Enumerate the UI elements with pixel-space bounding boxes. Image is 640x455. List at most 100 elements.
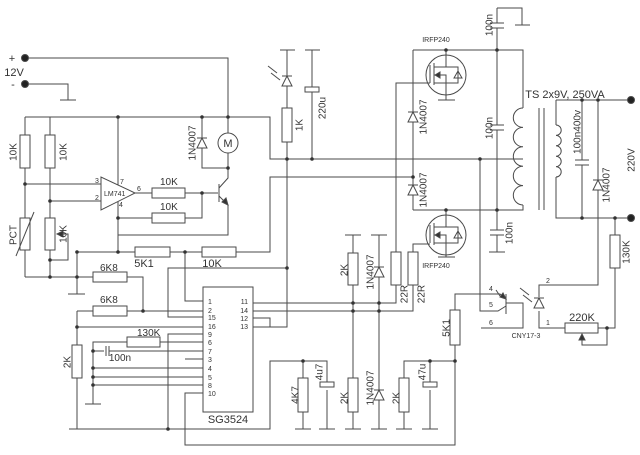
label-c-4u7: 4u7 bbox=[315, 363, 326, 380]
diode-icon bbox=[407, 110, 419, 123]
label-motor: M bbox=[223, 138, 232, 150]
junction-dot bbox=[183, 250, 187, 254]
wire bbox=[167, 333, 203, 429]
wire bbox=[479, 159, 507, 312]
label-r-5k1-b: 5K1 bbox=[442, 319, 453, 337]
mosfet-arrow-icon bbox=[434, 71, 441, 79]
label-r-2k-a: 2K bbox=[340, 264, 351, 277]
label-c-bot: 100n bbox=[505, 222, 516, 244]
ic-pin-label: 5 bbox=[208, 375, 212, 382]
label-p3: 3 bbox=[95, 178, 99, 185]
wire bbox=[167, 267, 287, 318]
resistor bbox=[281, 107, 293, 143]
wire bbox=[201, 117, 228, 169]
wire bbox=[253, 285, 414, 312]
junction-dot bbox=[605, 326, 609, 330]
junction-dot bbox=[226, 166, 230, 170]
terminal-220v-top bbox=[627, 96, 635, 104]
ic-pin-label: 7 bbox=[208, 349, 212, 356]
resistor bbox=[92, 271, 128, 283]
wire bbox=[77, 176, 413, 253]
electrolytic-capacitor-body bbox=[422, 381, 438, 388]
mosfet-bottom bbox=[425, 214, 467, 256]
transformer-secondary-coil bbox=[555, 124, 562, 178]
junction-dot bbox=[285, 266, 289, 270]
wire bbox=[25, 57, 229, 133]
junction-dot bbox=[428, 359, 432, 363]
resistor bbox=[19, 134, 31, 169]
label-d-sec: 1N4007 bbox=[602, 167, 613, 202]
mosfet-drain bbox=[434, 62, 447, 68]
resistor bbox=[201, 246, 237, 258]
label-led-res: 1K bbox=[295, 119, 306, 132]
led-icon bbox=[281, 74, 293, 87]
label-r-fb: 10K bbox=[160, 202, 178, 213]
junction-dot bbox=[116, 115, 120, 119]
wire bbox=[413, 49, 524, 108]
ic-pin-label: 6 bbox=[208, 340, 212, 347]
label-r-130k: 130K bbox=[137, 328, 161, 339]
ic-pin-label: 1 bbox=[208, 299, 212, 306]
resistor bbox=[44, 134, 56, 169]
label-c-400v: 100n400v bbox=[573, 110, 584, 154]
label-r-2k-left: 2K bbox=[63, 356, 74, 369]
junction-dot bbox=[351, 301, 355, 305]
mosfet-arrow-icon bbox=[434, 231, 441, 239]
label-d-top: 1N4007 bbox=[419, 99, 430, 134]
junction-dot bbox=[91, 383, 95, 387]
terminal-minus-12v bbox=[21, 80, 29, 88]
opto-light-arrow bbox=[495, 289, 501, 297]
junction-dot bbox=[453, 359, 457, 363]
label-r-4k7: 4K7 bbox=[291, 386, 302, 404]
body-diode-icon bbox=[453, 69, 463, 79]
wire bbox=[481, 302, 524, 329]
label-opamp: LM741 bbox=[104, 191, 126, 198]
label-d-b: 1N4007 bbox=[366, 370, 377, 405]
label-r-10k-b: 10K bbox=[59, 143, 70, 161]
label-c-top: 100n bbox=[485, 14, 496, 36]
mosfet-top bbox=[425, 54, 467, 96]
resistor bbox=[609, 234, 621, 269]
label-r-10k-a: 10K bbox=[9, 143, 20, 161]
junction-dot bbox=[301, 359, 305, 363]
label-p1: 1 bbox=[546, 320, 550, 327]
ic-pin-label: 10 bbox=[208, 391, 216, 398]
label-r-6k8-a: 6K8 bbox=[100, 263, 118, 274]
junction-dot bbox=[91, 375, 95, 379]
label-c-mid: 100n bbox=[485, 117, 496, 139]
junction-dot bbox=[411, 175, 415, 179]
label-c-47u: 47u bbox=[418, 364, 429, 381]
junction-dot bbox=[478, 157, 482, 161]
wire bbox=[581, 328, 608, 346]
label-p5: 5 bbox=[489, 302, 493, 309]
pot-wiper-arrow-icon bbox=[55, 230, 64, 238]
wire bbox=[555, 177, 631, 219]
mosfet-drain bbox=[434, 222, 447, 228]
junction-dot bbox=[48, 199, 52, 203]
opto-transistor-arrow-icon bbox=[499, 292, 507, 300]
junction-dot bbox=[596, 98, 600, 102]
resistor bbox=[71, 344, 83, 379]
terminal-220v-bottom bbox=[627, 214, 635, 222]
wire bbox=[25, 83, 69, 100]
junction-dot bbox=[310, 157, 314, 161]
wire bbox=[395, 82, 430, 252]
resistor bbox=[398, 377, 410, 413]
led-light-arrow bbox=[267, 65, 278, 74]
wire bbox=[77, 360, 328, 430]
label-r-2k-b: 2K bbox=[340, 392, 351, 405]
ic-pin-label: 14 bbox=[240, 308, 248, 315]
junction-dot bbox=[91, 366, 95, 370]
transistor-arrow-icon bbox=[221, 197, 229, 206]
mosfet-source bbox=[434, 82, 447, 88]
label-r-5k1: 5K1 bbox=[134, 258, 154, 270]
led-light-arrow bbox=[522, 294, 533, 303]
label-pct: PCT bbox=[9, 225, 20, 245]
pot-wiper-arrow-icon bbox=[578, 332, 586, 341]
mosfet-source bbox=[434, 242, 447, 248]
label-pot-220k: 220K bbox=[569, 312, 595, 324]
opamp-lm741 bbox=[100, 176, 137, 211]
ic-pin-label: 15 bbox=[208, 315, 216, 322]
label-r-out: 10K bbox=[160, 177, 178, 188]
mosfet-body-diode bbox=[446, 226, 459, 244]
